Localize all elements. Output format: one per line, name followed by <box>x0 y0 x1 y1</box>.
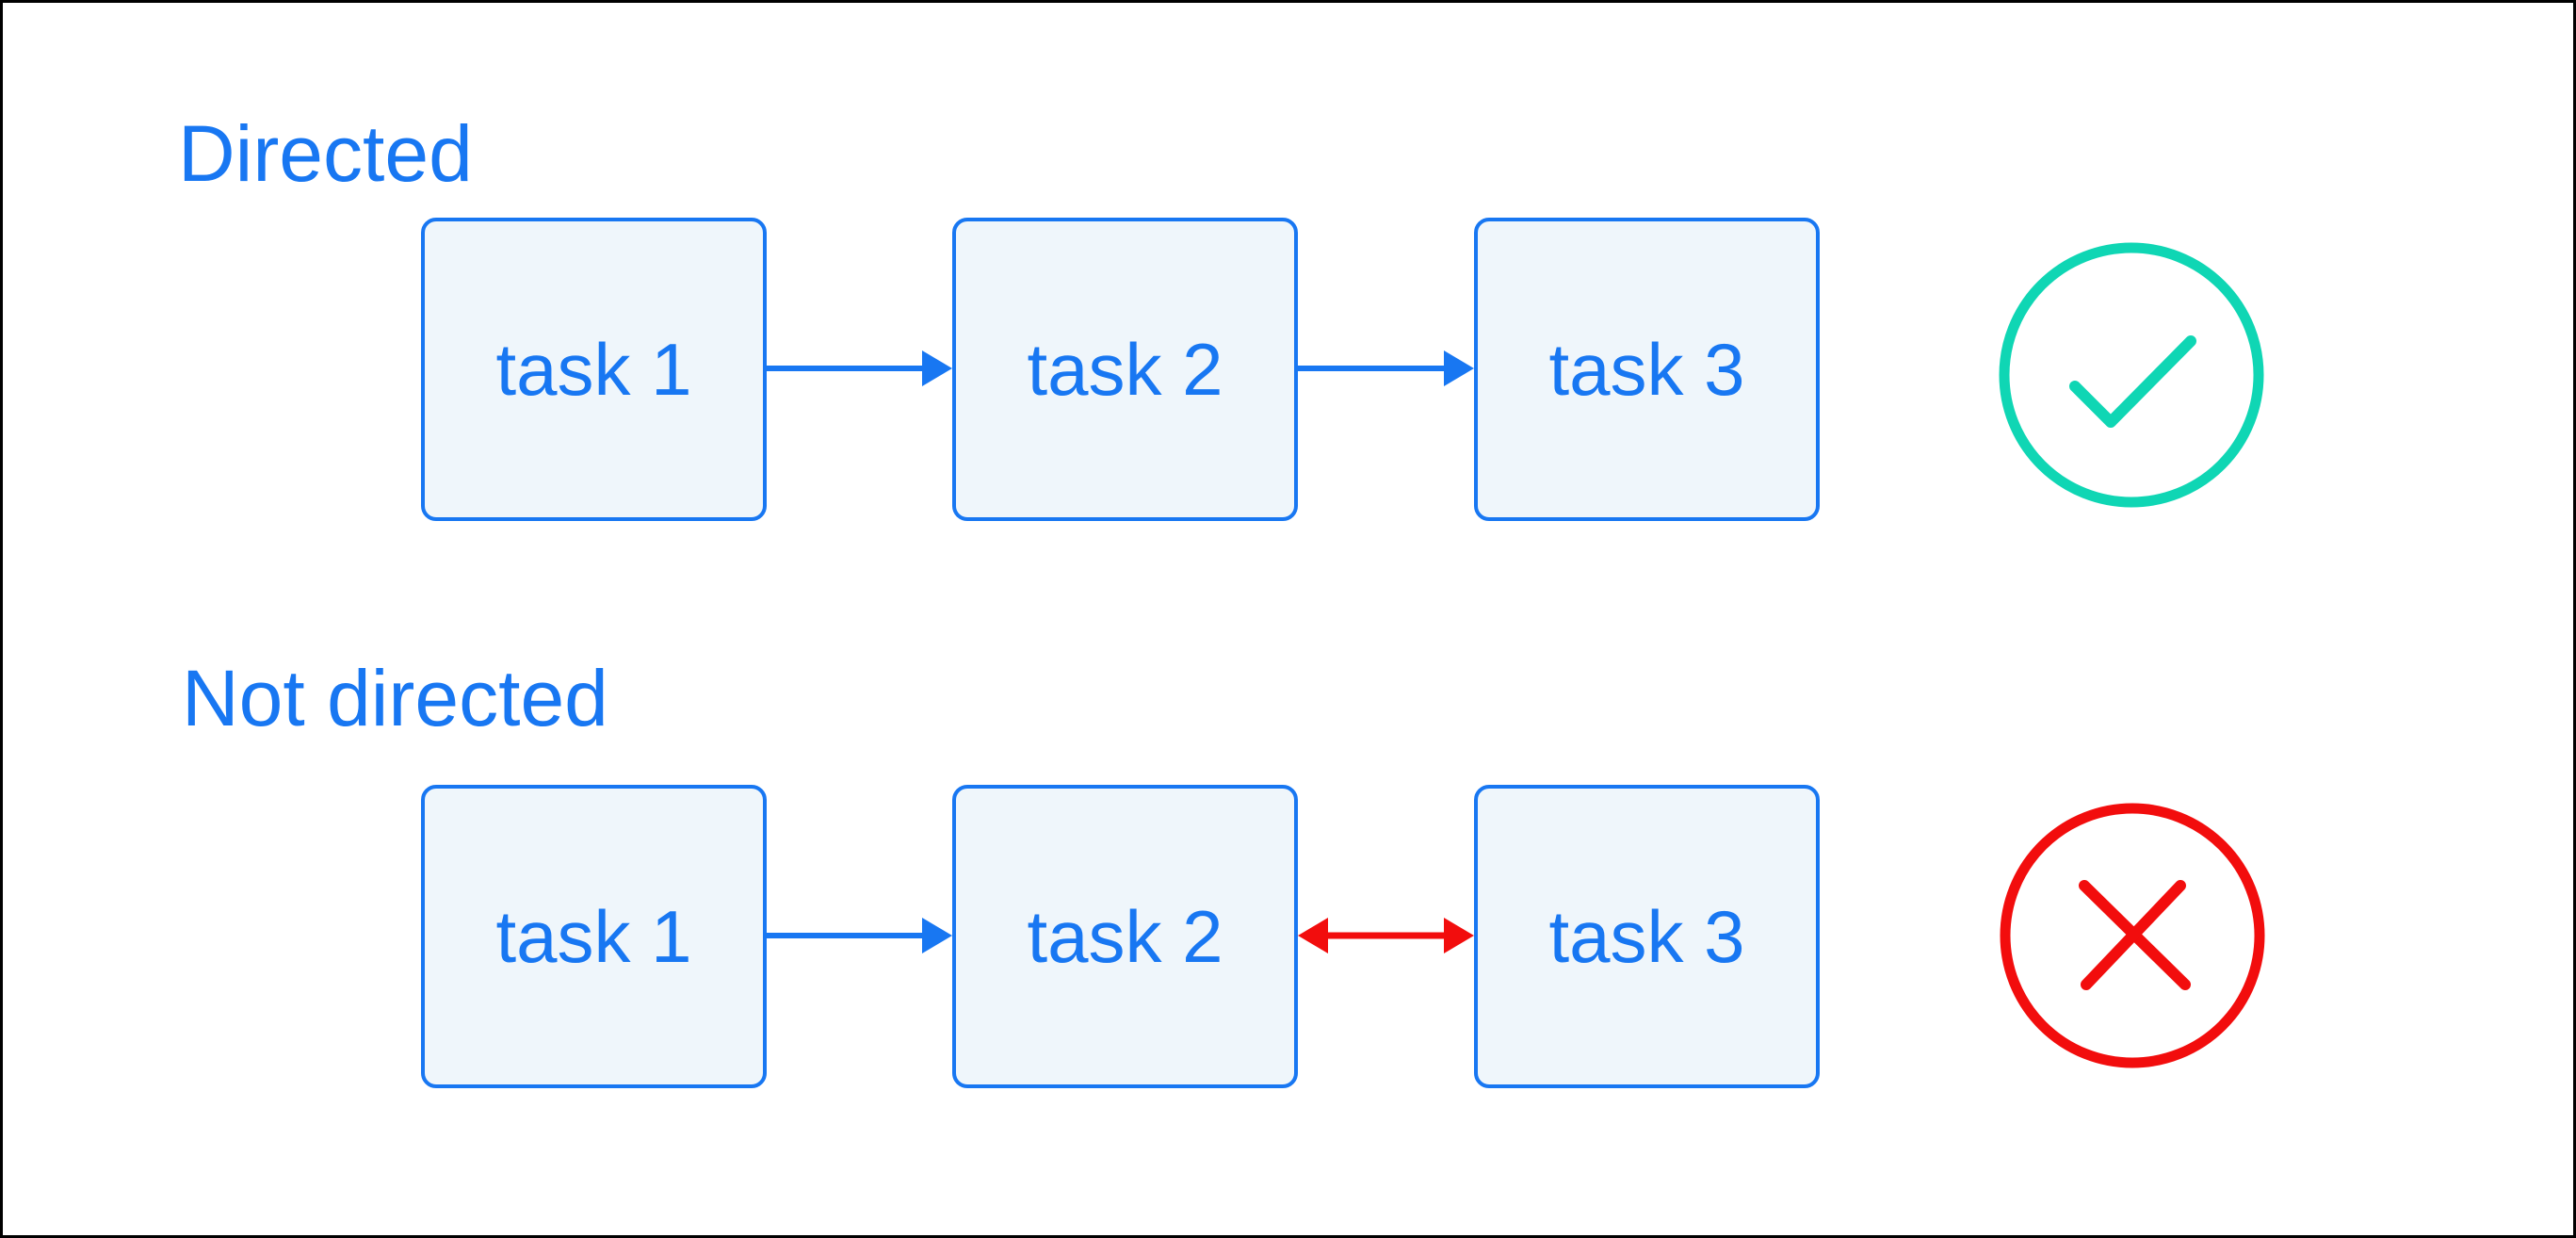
section-label-not-directed: Not directed <box>182 654 608 742</box>
arrow-right-icon <box>1298 350 1474 386</box>
arrow-right-icon <box>767 350 952 386</box>
task-box-notdirected-3: task 3 <box>1474 785 1820 1088</box>
task-label: task 1 <box>495 895 692 978</box>
task-box-directed-3: task 3 <box>1474 218 1820 521</box>
double-arrow-icon <box>1298 918 1474 953</box>
section-label-directed: Directed <box>178 109 473 198</box>
task-label: task 3 <box>1548 328 1745 411</box>
task-label: task 2 <box>1027 328 1223 411</box>
arrow-right-icon <box>767 918 952 953</box>
check-icon <box>1999 242 2264 508</box>
x-icon <box>2000 803 2265 1068</box>
task-box-directed-2: task 2 <box>952 218 1298 521</box>
task-label: task 1 <box>495 328 692 411</box>
task-box-directed-1: task 1 <box>421 218 767 521</box>
task-label: task 3 <box>1548 895 1745 978</box>
task-box-notdirected-1: task 1 <box>421 785 767 1088</box>
task-box-notdirected-2: task 2 <box>952 785 1298 1088</box>
task-label: task 2 <box>1027 895 1223 978</box>
